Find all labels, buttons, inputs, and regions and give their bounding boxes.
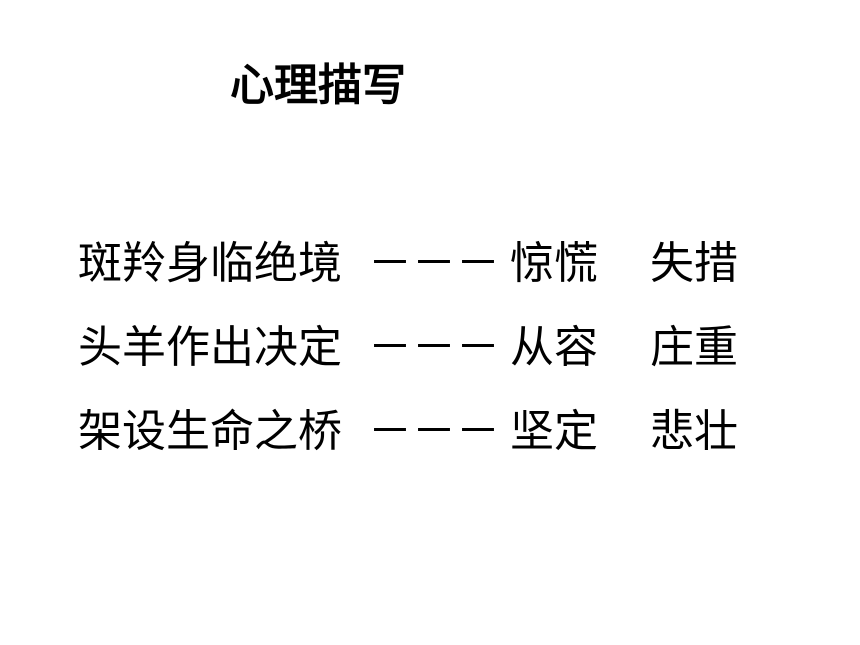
dash-separator: －－－ — [368, 238, 500, 289]
feeling-word: 庄重 — [650, 322, 738, 373]
feeling-word: 失措 — [650, 238, 738, 289]
feeling-word: 坚定 — [510, 406, 598, 457]
dash-separator: －－－ — [368, 322, 500, 373]
scene-text: 架设生命之桥 — [78, 406, 342, 457]
feeling-word: 惊慌 — [510, 238, 598, 289]
feeling-word: 悲壮 — [650, 406, 738, 457]
dash-separator: －－－ — [368, 406, 500, 457]
feeling-word: 从容 — [510, 322, 598, 373]
slide-title: 心理描写 — [230, 60, 406, 111]
scene-text: 头羊作出决定 — [78, 322, 342, 373]
scene-text: 斑羚身临绝境 — [78, 238, 342, 289]
